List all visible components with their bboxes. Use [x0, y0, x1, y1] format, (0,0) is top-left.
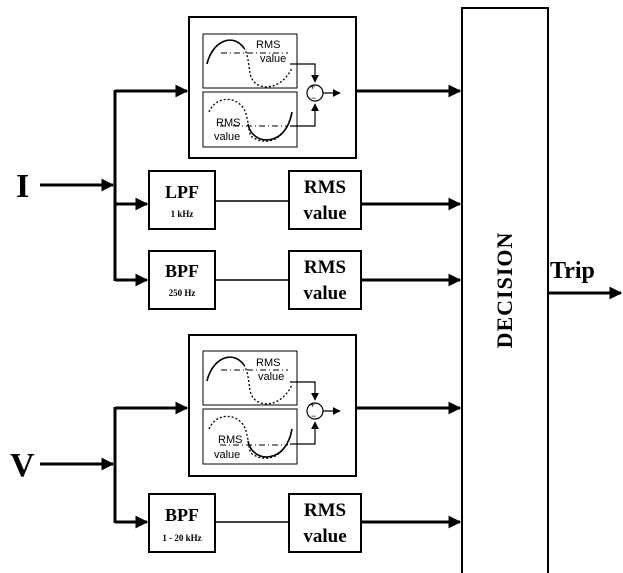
current-upper-rms-line2: value	[260, 53, 286, 65]
svg-text:+: +	[310, 400, 315, 410]
voltage-bpf-rms-line1: RMS	[304, 500, 346, 521]
voltage-bpf-rms-block	[288, 493, 362, 553]
voltage-lower-rms-line2: value	[214, 449, 240, 461]
current-bpf-name: BPF	[165, 261, 199, 281]
current-bpf-rms-line1: RMS	[304, 257, 346, 278]
trip-label: Trip	[550, 258, 595, 284]
decision-label: DECISION	[492, 232, 517, 349]
current-lpf-rms-line1: RMS	[304, 177, 346, 198]
voltage-upper-rms-line2: value	[258, 371, 284, 383]
voltage-lower-wave-box	[202, 408, 298, 465]
voltage-lower-wave-icon	[208, 415, 293, 459]
current-lower-wave-icon	[208, 98, 293, 142]
current-lower-wave-box	[202, 91, 298, 148]
current-bpf-freq: 250 Hz	[169, 288, 196, 298]
voltage-input-label: V	[10, 447, 35, 484]
current-input-label: I	[16, 168, 29, 205]
svg-text:+: +	[310, 82, 315, 92]
current-lpf-name: LPF	[165, 182, 199, 202]
voltage-compare-block: RMS value RMS value + −	[188, 334, 357, 477]
svg-text:−: −	[311, 93, 316, 103]
current-bpf-block	[148, 250, 216, 310]
voltage-upper-wave-box	[202, 350, 298, 406]
current-lpf-rms-line2: value	[303, 203, 346, 224]
current-upper-rms-line1: RMS	[256, 39, 280, 51]
current-lower-rms-line2: value	[214, 131, 240, 143]
current-lpf-block	[148, 170, 216, 230]
voltage-bpf-name: BPF	[165, 505, 199, 525]
current-upper-wave-box	[202, 33, 298, 89]
voltage-upper-rms-line1: RMS	[256, 357, 280, 369]
voltage-bpf-block	[148, 493, 216, 553]
current-lower-rms-line1: RMS	[216, 117, 240, 129]
voltage-bpf-rms-line2: value	[303, 526, 346, 547]
decision-block	[461, 7, 549, 573]
current-compare-block: RMS value RMS value + −	[188, 16, 357, 159]
svg-text:−: −	[311, 411, 316, 421]
current-lpf-freq: 1 kHz	[171, 209, 194, 219]
current-bpf-rms-block	[288, 250, 362, 310]
current-lpf-rms-block	[288, 170, 362, 230]
current-bpf-rms-line2: value	[303, 283, 346, 304]
voltage-lower-rms-line1: RMS	[218, 434, 242, 446]
voltage-bpf-freq: 1 - 20 kHz	[162, 533, 201, 543]
